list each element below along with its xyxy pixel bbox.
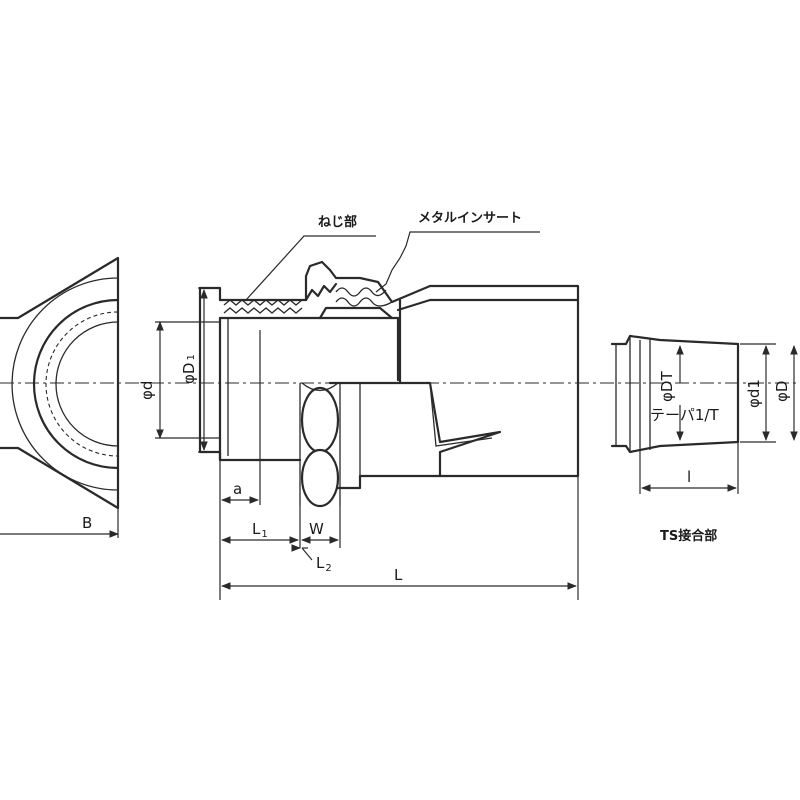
label-metal-insert: メタルインサート bbox=[418, 211, 522, 226]
dim-B-label: B bbox=[82, 514, 92, 532]
dim-phi-D1-label: φD1 bbox=[180, 354, 198, 384]
dim-L2: L2 bbox=[291, 544, 332, 574]
dim-phi-DT-label: φDT bbox=[658, 371, 676, 402]
main-section-view bbox=[198, 260, 580, 508]
dim-phi-d1: φd1 bbox=[740, 343, 776, 443]
dim-L2-label: L2 bbox=[316, 554, 332, 574]
dim-phi-D1: φD1 bbox=[180, 287, 210, 453]
leader-metal-insert: メタルインサート bbox=[375, 211, 540, 293]
dim-L1-W: L1 W bbox=[221, 506, 341, 548]
dim-L1-label: L1 bbox=[252, 520, 268, 540]
dim-L-label: L bbox=[394, 566, 403, 584]
label-thread-part: ねじ部 bbox=[318, 214, 357, 230]
dim-B: B bbox=[0, 508, 119, 538]
ts-joint-detail bbox=[610, 334, 740, 454]
dim-phi-DT: φDT bbox=[658, 345, 684, 441]
dim-a-label: a bbox=[233, 480, 242, 498]
dim-phi-D-label: φD bbox=[773, 381, 791, 402]
dim-phi-d1-label: φd1 bbox=[745, 379, 763, 408]
dim-phi-D: φD bbox=[773, 345, 798, 441]
leader-thread-part: ねじ部 bbox=[245, 214, 376, 301]
dim-phi-d: φd bbox=[138, 321, 220, 439]
ts-joint-caption: TS接合部 bbox=[660, 528, 717, 544]
dim-l-label: l bbox=[687, 468, 691, 486]
dim-L: L bbox=[221, 476, 579, 600]
dim-phi-d-label: φd bbox=[138, 381, 156, 400]
dim-l: l bbox=[639, 442, 739, 494]
dim-taper-label: テーパ1/T bbox=[650, 406, 719, 424]
dim-W-label: W bbox=[309, 520, 324, 538]
dim-a: a bbox=[219, 330, 261, 600]
